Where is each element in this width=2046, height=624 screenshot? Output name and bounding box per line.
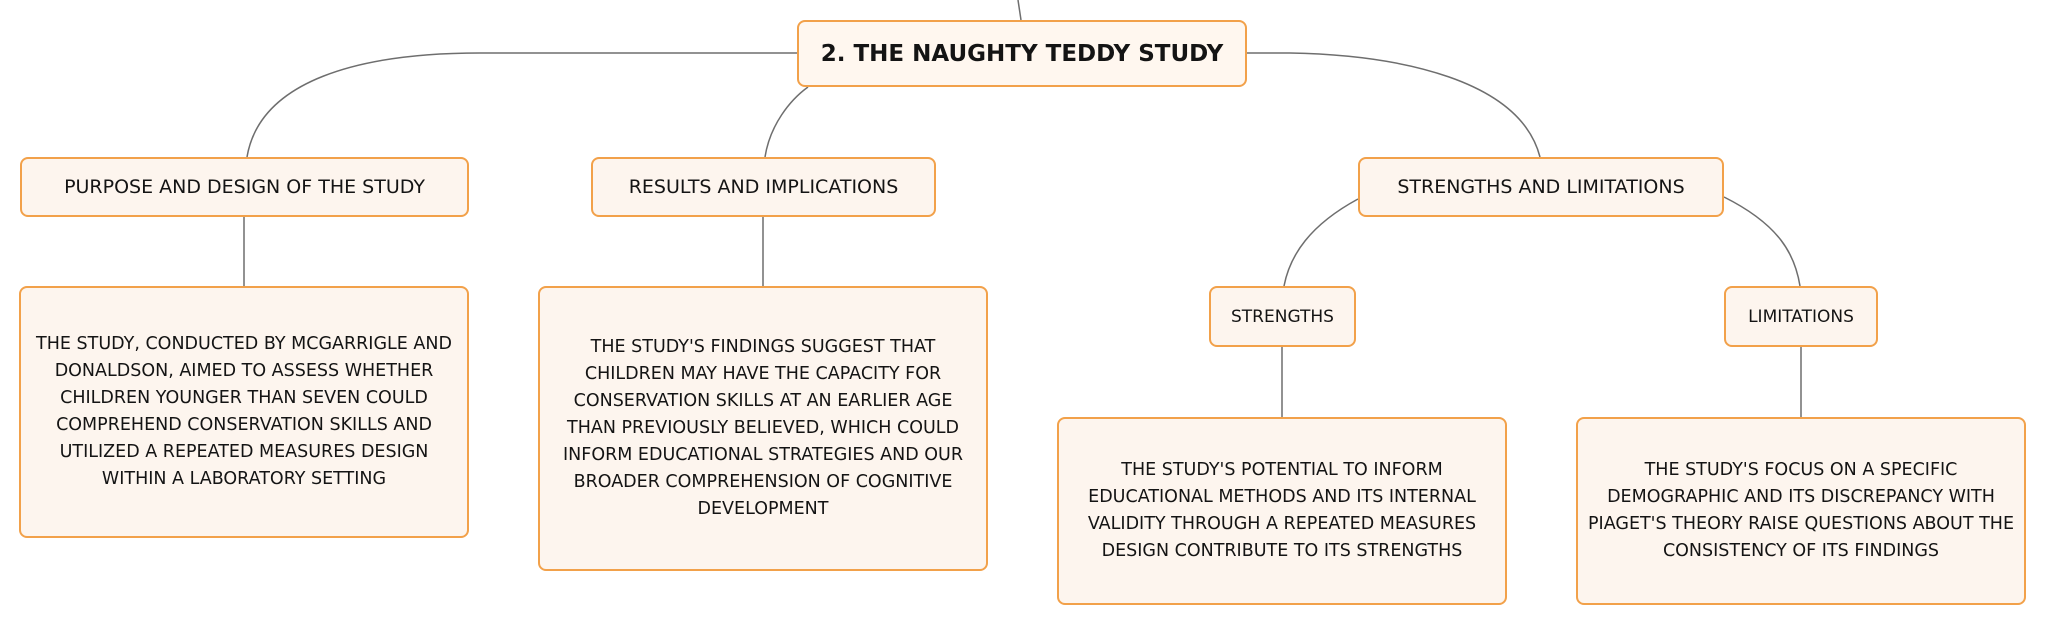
strengths-detail-text: THE STUDY'S POTENTIAL TO INFORM EDUCATIO… xyxy=(1087,460,1477,561)
strengths-label: STRENGTHS xyxy=(1231,306,1334,327)
results-detail-text: THE STUDY'S FINDINGS SUGGEST THAT CHILDR… xyxy=(563,337,963,519)
purpose-design-label: PURPOSE AND DESIGN OF THE STUDY xyxy=(64,176,425,198)
purpose-design-node[interactable]: PURPOSE AND DESIGN OF THE STUDY xyxy=(20,157,469,217)
connector-root-to-results xyxy=(764,86,809,158)
limitations-node[interactable]: LIMITATIONS xyxy=(1724,286,1878,347)
purpose-detail-text: THE STUDY, CONDUCTED BY MCGARRIGLE AND D… xyxy=(36,334,452,489)
connector-parent-up xyxy=(1017,0,1022,21)
results-detail-node[interactable]: THE STUDY'S FINDINGS SUGGEST THAT CHILDR… xyxy=(538,286,988,571)
root-topic-node[interactable]: 2. THE NAUGHTY TEDDY STUDY xyxy=(797,20,1247,87)
limitations-detail-node[interactable]: THE STUDY'S FOCUS ON A SPECIFIC DEMOGRAP… xyxy=(1576,417,2026,605)
strengths-limitations-node[interactable]: STRENGTHS AND LIMITATIONS xyxy=(1358,157,1724,217)
limitations-detail-text: THE STUDY'S FOCUS ON A SPECIFIC DEMOGRAP… xyxy=(1588,460,2014,561)
limitations-label: LIMITATIONS xyxy=(1748,306,1854,327)
strengths-node[interactable]: STRENGTHS xyxy=(1209,286,1356,347)
strengths-detail-node[interactable]: THE STUDY'S POTENTIAL TO INFORM EDUCATIO… xyxy=(1057,417,1507,605)
results-implications-node[interactable]: RESULTS AND IMPLICATIONS xyxy=(591,157,936,217)
results-implications-label: RESULTS AND IMPLICATIONS xyxy=(628,176,899,198)
connector-root-to-purpose xyxy=(246,52,797,158)
strengths-limitations-label: STRENGTHS AND LIMITATIONS xyxy=(1397,176,1685,198)
connector-root-to-strengths-limitations xyxy=(1247,52,1541,158)
purpose-detail-node[interactable]: THE STUDY, CONDUCTED BY MCGARRIGLE AND D… xyxy=(19,286,469,538)
connector-sl-to-limitations xyxy=(1723,196,1801,287)
connector-sl-to-strengths xyxy=(1283,198,1359,287)
root-topic-label: 2. THE NAUGHTY TEDDY STUDY xyxy=(820,40,1224,67)
